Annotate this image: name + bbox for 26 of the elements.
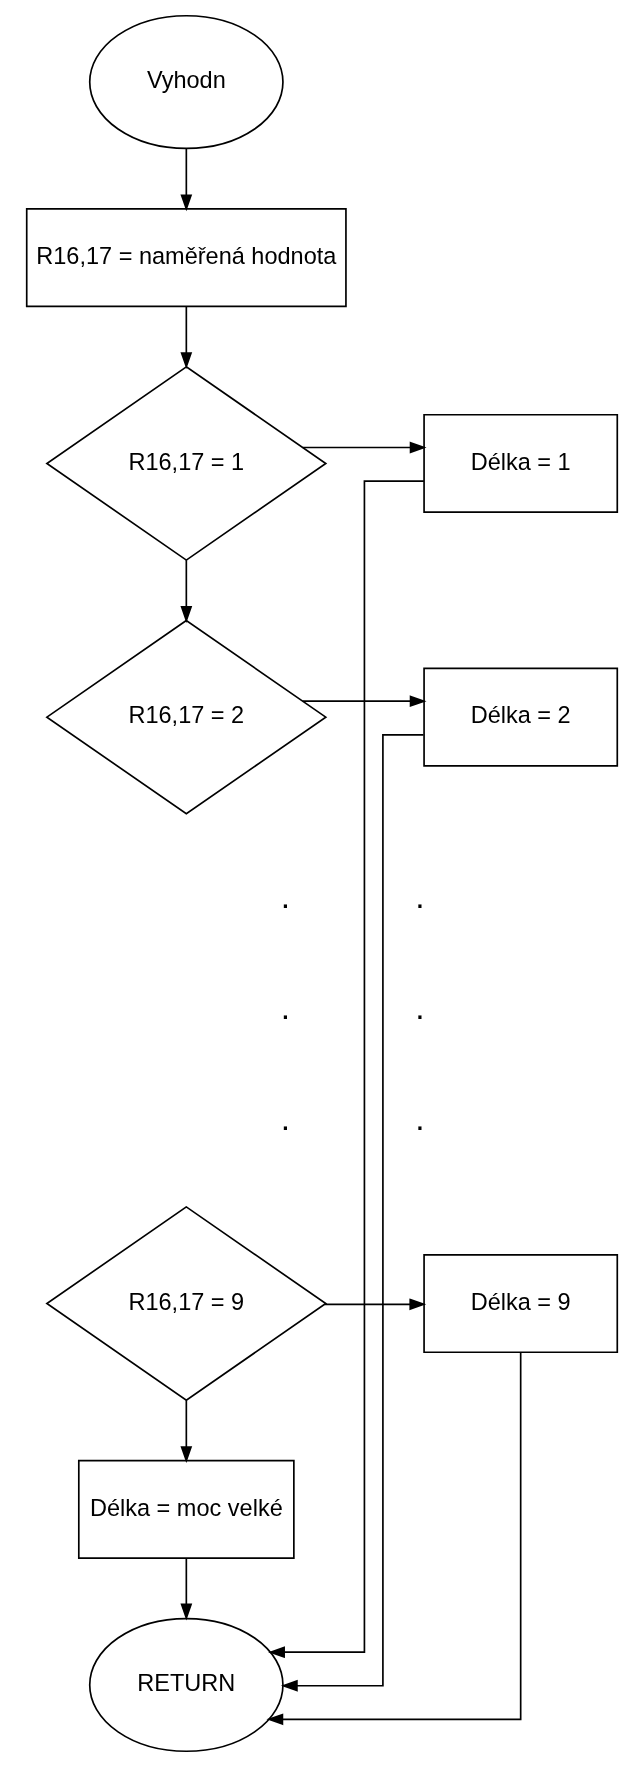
arrow [301,695,427,708]
label: . [414,1099,425,1137]
label: . [280,988,290,1026]
node-box: Délka = 9 [422,1253,618,1354]
arrow [267,480,425,1659]
node-box: R16,17 = naměřená hodnota [25,208,347,308]
arrow [179,559,192,623]
node-diamond: R16,17 = 1 [44,365,327,562]
label: . [280,877,290,915]
arrow [179,305,192,370]
node-box: Délka = 2 [422,667,618,767]
arrow [301,441,427,454]
arrow [323,1298,426,1311]
arrow [179,147,192,212]
node-diamond: R16,17 = 9 [44,1205,327,1402]
node-ellipse: Vyhodn [88,14,284,150]
arrow [179,1557,192,1621]
node-diamond: R16,17 = 2 [44,619,327,815]
node-box: Délka = moc velké [77,1459,295,1559]
label: . [280,1099,290,1137]
label: . [414,877,425,915]
arrow [280,733,424,1692]
arrow [179,1399,192,1464]
arrow [265,1352,521,1726]
node-box: Délka = 1 [422,413,618,514]
label: . [414,988,425,1026]
